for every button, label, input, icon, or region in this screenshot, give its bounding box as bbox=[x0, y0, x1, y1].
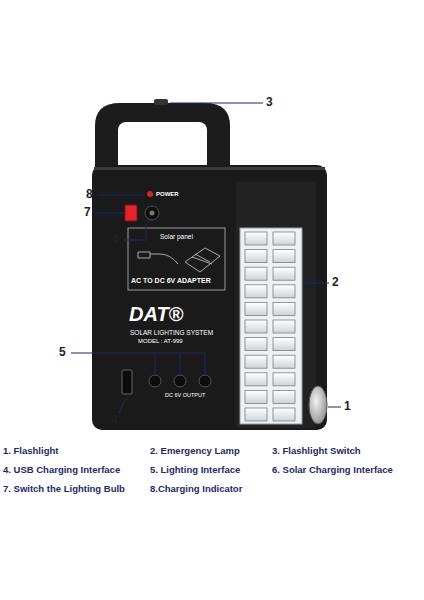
callout-number: 3 bbox=[266, 96, 273, 109]
leader-line bbox=[119, 398, 126, 413]
part-list-item: 2. Emergency Lamp bbox=[150, 446, 240, 456]
print-text: Solar panel bbox=[160, 233, 193, 240]
led bbox=[245, 285, 267, 298]
callout-number: 8 bbox=[86, 188, 93, 201]
print-text: AC TO DC 6V ADAPTER bbox=[131, 277, 211, 285]
lamp-frame bbox=[236, 182, 316, 428]
part-list-item: 1. Flashlight bbox=[3, 446, 58, 456]
led bbox=[245, 267, 267, 280]
power-text: POWER bbox=[156, 191, 179, 198]
led bbox=[273, 355, 295, 368]
led-panel bbox=[240, 228, 302, 424]
housing bbox=[92, 165, 327, 430]
led bbox=[273, 338, 295, 351]
leader-line bbox=[95, 213, 124, 214]
model-text: MODEL : AT-999 bbox=[138, 338, 183, 345]
panel-icon bbox=[185, 248, 220, 272]
led bbox=[273, 250, 295, 263]
led bbox=[273, 232, 295, 245]
output-jack bbox=[174, 375, 186, 387]
brand-logo: DAT® bbox=[129, 303, 183, 325]
led bbox=[245, 373, 267, 386]
callout-number: 4 bbox=[111, 414, 118, 427]
leader-line bbox=[170, 103, 263, 104]
print-frame bbox=[128, 228, 225, 290]
usb-port bbox=[122, 370, 132, 394]
led bbox=[245, 320, 267, 333]
callout-number: 2 bbox=[332, 276, 339, 289]
leader-line bbox=[97, 195, 145, 196]
leader-line bbox=[71, 353, 205, 373]
solar-jack bbox=[145, 206, 159, 220]
housing-edge bbox=[94, 167, 325, 170]
led bbox=[273, 408, 295, 421]
callout-number: 6 bbox=[113, 233, 120, 246]
led bbox=[273, 302, 295, 315]
flashlight-lens bbox=[309, 386, 327, 424]
led bbox=[245, 390, 267, 403]
callout-number: 7 bbox=[84, 206, 91, 219]
leader-line bbox=[124, 221, 150, 240]
led bbox=[245, 302, 267, 315]
leader-lines bbox=[71, 103, 341, 413]
callout-number: 5 bbox=[59, 346, 66, 359]
print-text: SOLAR LIGHTING SYSTEM bbox=[130, 329, 213, 336]
part-list-item: 3. Flashlight Switch bbox=[272, 446, 361, 456]
callout-number: 1 bbox=[344, 400, 351, 413]
output-jack bbox=[149, 375, 161, 387]
led bbox=[245, 232, 267, 245]
output-jack bbox=[199, 375, 211, 387]
lamp-switch bbox=[125, 205, 137, 221]
led bbox=[245, 338, 267, 351]
led bbox=[245, 250, 267, 263]
part-list-item: 6. Solar Charging Interface bbox=[272, 465, 393, 475]
part-list-item: 8.Charging Indicator bbox=[150, 484, 242, 494]
handle-opening bbox=[118, 122, 207, 172]
led bbox=[273, 373, 295, 386]
led-grid bbox=[245, 232, 295, 421]
charging-indicator bbox=[147, 191, 153, 197]
part-list-item: 7. Switch the Lighting Bulb bbox=[3, 484, 125, 494]
part-list-item: 5. Lighting Interface bbox=[150, 465, 240, 475]
flashlight-switch bbox=[154, 99, 168, 105]
led bbox=[273, 320, 295, 333]
led bbox=[273, 267, 295, 280]
plug-icon bbox=[138, 252, 178, 264]
solar-jack-pin bbox=[150, 211, 155, 216]
part-list-item: 4. USB Charging Interface bbox=[3, 465, 120, 475]
led bbox=[245, 355, 267, 368]
leader-line bbox=[328, 407, 341, 408]
led bbox=[273, 285, 295, 298]
led bbox=[245, 408, 267, 421]
led bbox=[273, 390, 295, 403]
port-text: DC 6V OUTPUT bbox=[165, 392, 205, 398]
leader-line bbox=[305, 283, 329, 284]
